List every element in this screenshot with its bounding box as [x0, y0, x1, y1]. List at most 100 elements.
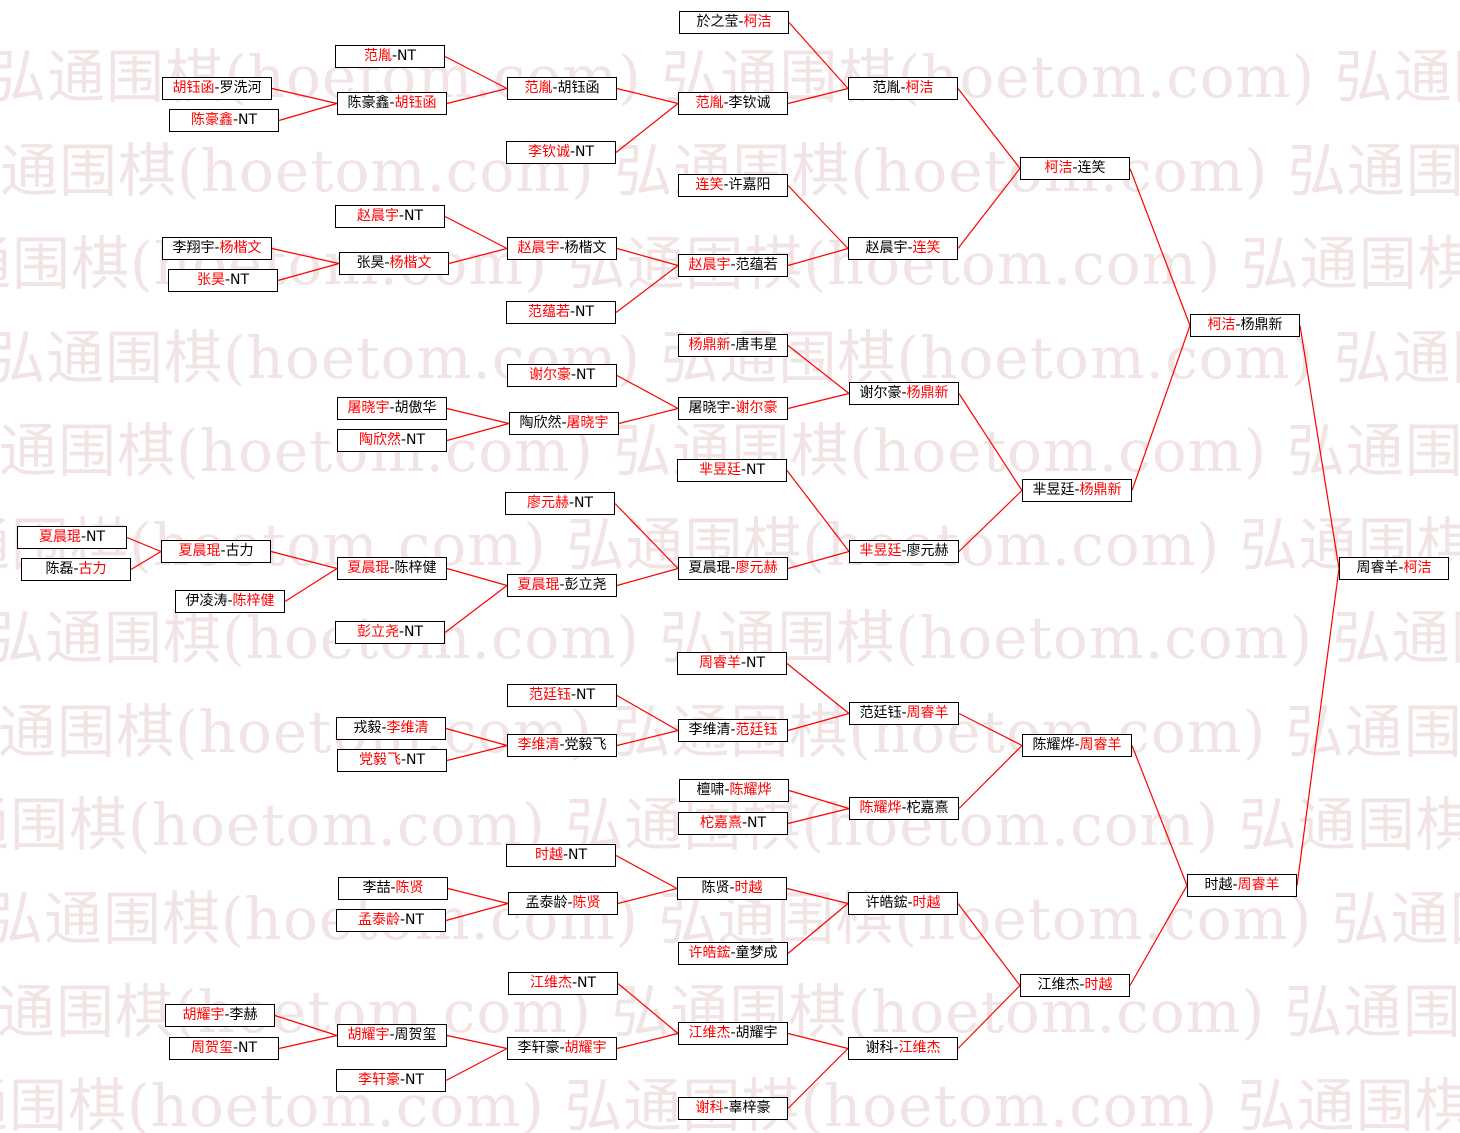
player-left: 范胤: [695, 95, 724, 111]
match-box-n53: 李喆-陈贤: [338, 877, 448, 900]
player-left: 周贺玺: [190, 1040, 233, 1056]
match-box-n45: 李维清-党毅飞: [507, 734, 617, 757]
separator-dash: -: [723, 1100, 729, 1116]
separator-dash: -: [389, 560, 395, 576]
player-left: 范蕴若: [527, 304, 570, 320]
match-box-n44: 党毅飞-NT: [337, 749, 447, 772]
bracket-connector: [958, 490, 1023, 552]
match-box-n32: 陈磊-古力: [21, 558, 131, 581]
separator-dash: -: [571, 975, 578, 991]
separator-dash: -: [220, 543, 226, 559]
match-box-n46: 李维清-范廷钰: [678, 719, 788, 742]
player-left: 张昊: [196, 272, 225, 288]
player-left: 夏晨琨: [688, 560, 731, 576]
separator-dash: -: [900, 80, 906, 96]
player-left: 胡耀宇: [182, 1007, 225, 1023]
player-left: 芈昱廷: [698, 462, 741, 478]
separator-dash: -: [391, 48, 398, 64]
bracket-connector: [787, 185, 849, 249]
player-left: 伊凌涛: [185, 593, 228, 609]
match-box-n52: 时越-NT: [506, 844, 616, 867]
player-left: 江维杰: [529, 975, 572, 991]
player-right: 胡钰函: [557, 80, 600, 96]
match-box-n58: 许皓鋐-童梦成: [678, 942, 788, 965]
match-box-n9: 范胤-柯洁: [848, 77, 958, 100]
player-left: 陈豪鑫: [347, 95, 390, 111]
player-right: 杨楷文: [219, 240, 262, 256]
player-left: 屠晓宇: [688, 400, 731, 416]
player-right: 柯洁: [743, 14, 772, 30]
player-right: 柯洁: [905, 80, 934, 96]
bracket-connector: [615, 103, 679, 153]
separator-dash: -: [561, 415, 567, 431]
bracket-connector: [446, 744, 508, 762]
player-left: 赵晨宇: [517, 240, 560, 256]
player-left: 张昊: [356, 255, 385, 271]
player-right: NT: [404, 208, 424, 224]
separator-dash: -: [214, 240, 220, 256]
bracket-connector: [957, 985, 1021, 1049]
match-box-n67: 江维杰-胡耀宇: [678, 1022, 788, 1045]
player-left: 陶欣然: [519, 415, 562, 431]
bracket-connector: [130, 550, 162, 571]
bracket-connector: [444, 585, 508, 633]
player-left: 彭立尧: [356, 624, 399, 640]
bracket-connector: [616, 729, 679, 747]
player-left: 芈昱廷: [859, 543, 902, 559]
bracket-connector: [277, 262, 340, 282]
player-left: 谢尔豪: [528, 367, 571, 383]
match-box-n63: 周贺玺-NT: [169, 1037, 279, 1060]
match-box-n13: 李翔宇-杨楷文: [162, 237, 272, 260]
bracket-connector: [616, 374, 679, 410]
match-box-n6: 李钦诚-NT: [506, 141, 616, 164]
player-right: NT: [568, 847, 588, 863]
separator-dash: -: [567, 895, 573, 911]
player-right: 童梦成: [735, 945, 778, 961]
player-right: 廖元赫: [735, 560, 778, 576]
separator-dash: -: [1232, 877, 1238, 893]
bracket-connector: [787, 712, 850, 732]
match-box-n47: 范廷钰-周睿羊: [849, 702, 959, 725]
match-box-n4: 陈豪鑫-胡钰函: [337, 92, 447, 115]
match-box-n10: 柯洁-连笑: [1020, 157, 1130, 180]
match-box-n25: 陶欣然-屠晓宇: [509, 412, 619, 435]
separator-dash: -: [907, 895, 913, 911]
match-box-n56: 陈贤-时越: [677, 877, 787, 900]
player-left: 胡钰函: [172, 80, 215, 96]
separator-dash: -: [559, 1040, 565, 1056]
separator-dash: -: [730, 337, 736, 353]
match-box-n12: 赵晨宇-NT: [335, 205, 445, 228]
match-box-n29: 芈昱廷-NT: [677, 459, 787, 482]
player-right: 杨鼎新: [1240, 317, 1283, 333]
match-box-n68: 谢科-江维杰: [848, 1037, 958, 1060]
player-left: 李维清: [688, 722, 731, 738]
bracket-connector: [446, 407, 510, 425]
match-box-n42: 范廷钰-NT: [507, 684, 617, 707]
match-box-n7: 范胤-李钦诚: [678, 92, 788, 115]
match-box-n11: 连笑-许嘉阳: [678, 174, 788, 197]
player-left: 檀啸: [696, 782, 725, 798]
match-box-n30: 廖元赫-NT: [505, 492, 615, 515]
player-right: 李维清: [386, 720, 429, 736]
separator-dash: -: [568, 495, 575, 511]
player-left: 於之莹: [696, 14, 739, 30]
match-box-n17: 赵晨宇-范蕴若: [678, 254, 788, 277]
match-box-n49: 檀啸-陈耀烨: [679, 779, 789, 802]
player-left: 陈贤: [701, 880, 730, 896]
match-box-n8: 於之莹-柯洁: [679, 11, 789, 34]
bracket-connector: [787, 550, 850, 570]
player-left: 夏晨琨: [178, 543, 221, 559]
player-left: 陈耀烨: [1032, 737, 1075, 753]
bracket-connector: [1129, 885, 1188, 986]
player-left: 夏晨琨: [347, 560, 390, 576]
separator-dash: -: [398, 624, 405, 640]
player-left: 柁嘉熹: [699, 815, 742, 831]
separator-dash: -: [559, 577, 565, 593]
separator-dash: -: [569, 304, 576, 320]
match-box-n38: 夏晨琨-廖元赫: [678, 557, 788, 580]
bracket-connector: [787, 903, 849, 954]
player-right: NT: [746, 655, 766, 671]
match-box-n18: 范蕴若-NT: [506, 301, 616, 324]
player-left: 廖元赫: [526, 495, 569, 511]
match-box-n24: 陶欣然-NT: [337, 429, 447, 452]
